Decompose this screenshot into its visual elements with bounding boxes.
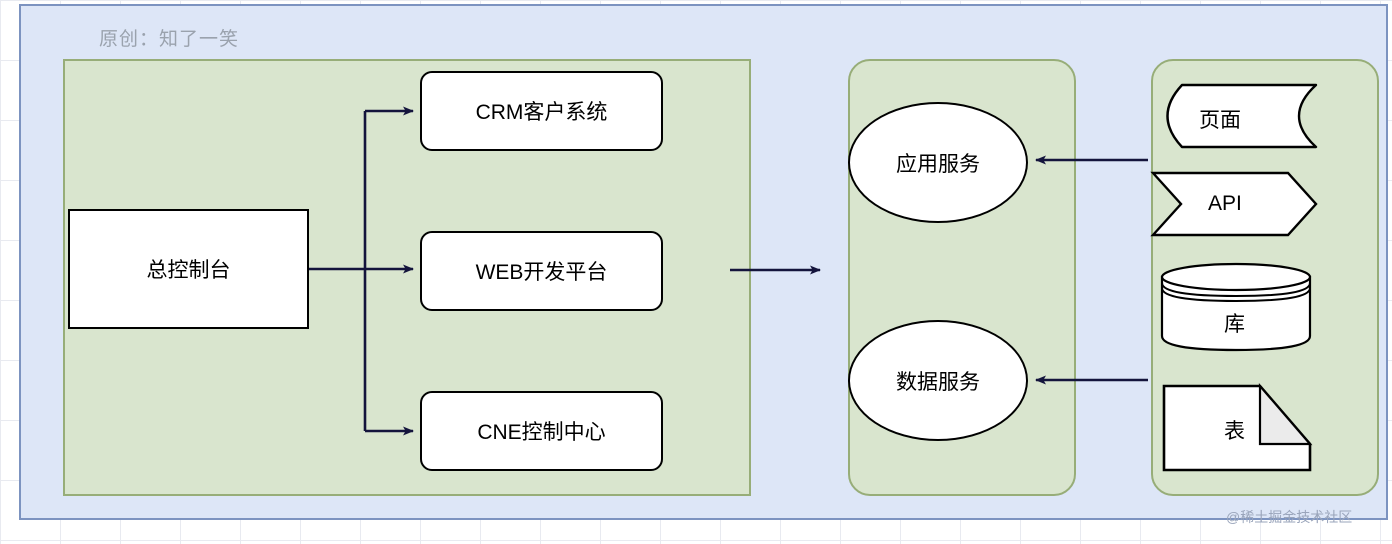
node-cne-center[interactable]: CNE控制中心 xyxy=(420,391,663,471)
node-database[interactable]: 库 xyxy=(1160,262,1312,352)
watermark-author: 原创：知了一笑 xyxy=(99,29,240,50)
node-data-service[interactable]: 数据服务 xyxy=(848,320,1028,441)
node-page[interactable]: 页面 xyxy=(1152,83,1318,149)
node-console[interactable]: 总控制台 xyxy=(68,209,309,329)
node-app-service[interactable]: 应用服务 xyxy=(848,102,1028,223)
node-web-platform[interactable]: WEB开发平台 xyxy=(420,231,663,311)
node-table[interactable]: 表 xyxy=(1162,383,1313,472)
node-api[interactable]: API xyxy=(1150,171,1318,237)
watermark-community: @稀土掘金技术社区 xyxy=(1226,509,1353,525)
node-crm[interactable]: CRM客户系统 xyxy=(420,71,663,151)
